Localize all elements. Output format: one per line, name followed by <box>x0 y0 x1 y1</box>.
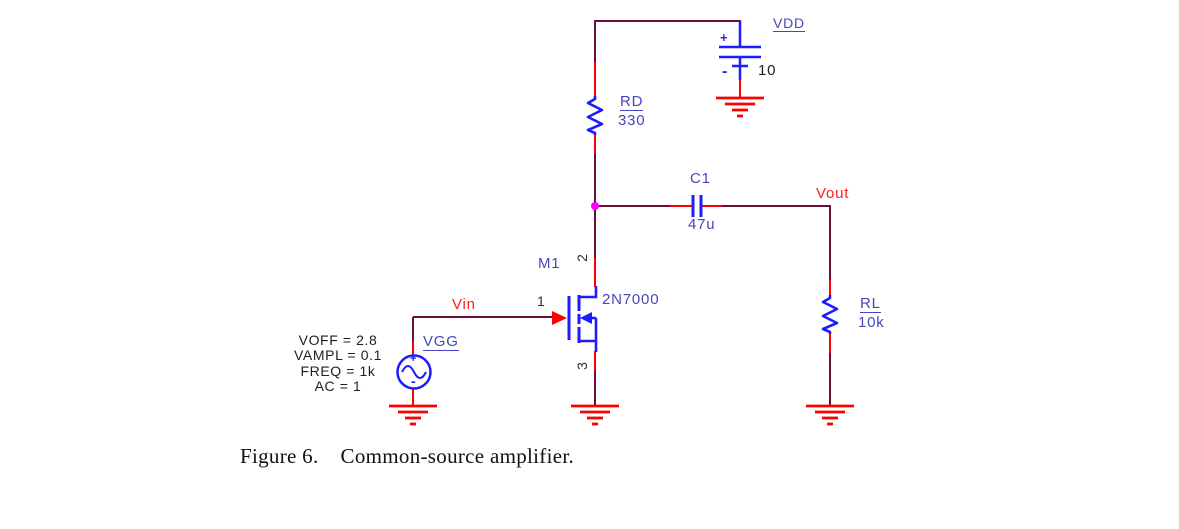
c1-value-label: 47u <box>688 216 716 233</box>
vdd-plus-sign: + <box>720 30 729 45</box>
ground-symbol <box>804 404 856 426</box>
rd-ref-label: RD <box>620 93 644 111</box>
net-label-vout: Vout <box>816 185 850 202</box>
pin-stubs <box>412 62 831 405</box>
m1-ref-label: M1 <box>538 255 561 272</box>
junction-dot <box>591 202 599 210</box>
figure-caption-title: Common-source amplifier. <box>340 444 575 468</box>
rl-value-label: 10k <box>858 314 885 331</box>
gate-wire-arrow-icon <box>552 311 567 325</box>
c1-ref-label: C1 <box>690 170 711 187</box>
vgg-minus-sign: - <box>411 373 417 389</box>
resistor-rl-symbol <box>821 295 839 334</box>
vgg-param-freq: FREQ = 1k <box>300 362 376 379</box>
net-label-vin: Vin <box>452 296 476 313</box>
figure-caption-number: Figure 6. <box>240 444 319 468</box>
rl-ref-label: RL <box>860 295 881 313</box>
wires <box>412 20 831 405</box>
vdd-minus-sign: - <box>722 63 729 80</box>
m1-pin-drain-number: 2 <box>573 254 590 262</box>
resistor-rd-symbol <box>586 96 604 135</box>
vgg-param-voff: VOFF = 2.8 <box>298 332 378 348</box>
battery-vdd-symbol <box>719 21 761 80</box>
m1-pin-source-number: 3 <box>573 362 590 370</box>
vgg-ref-label: VGG <box>423 333 459 351</box>
mosfet-m1-symbol <box>567 286 598 352</box>
vdd-value-label: 10 <box>758 62 777 79</box>
vgg-param-vampl: VAMPL = 0.1 <box>294 347 382 364</box>
capacitor-c1-symbol <box>691 195 703 217</box>
rd-value-label: 330 <box>618 112 646 129</box>
vgg-parameter-list: VOFF = 2.8 VAMPL = 0.1 FREQ = 1k AC = 1 <box>277 332 399 395</box>
ground-symbol <box>714 96 766 118</box>
vdd-ref-label: VDD <box>773 15 805 32</box>
ground-symbol <box>569 404 621 426</box>
m1-pin-gate-number: 1 <box>537 293 545 309</box>
mosfet-body-arrow-icon <box>580 312 592 324</box>
vgg-source-symbol <box>396 354 432 390</box>
vgg-param-ac: AC = 1 <box>314 378 362 395</box>
m1-part-label: 2N7000 <box>602 291 660 308</box>
vgg-plus-sign: + <box>410 353 418 365</box>
figure-caption: Figure 6. Common-source amplifier. <box>240 444 574 469</box>
ground-symbol <box>387 404 439 426</box>
